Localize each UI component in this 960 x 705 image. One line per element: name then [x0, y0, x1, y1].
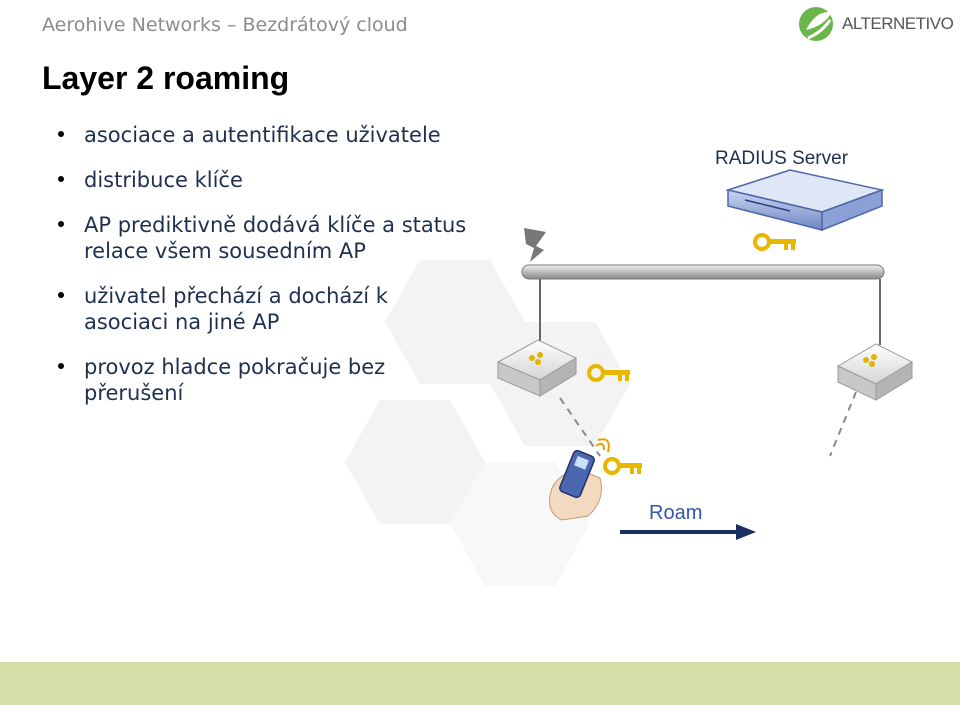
bullet-dot-icon — [58, 131, 64, 137]
bullet-list: asociace a autentifikace uživatele distr… — [58, 122, 478, 425]
roam-arrow-head — [736, 524, 756, 540]
bullet-item: provoz hladce pokračuje bez přerušení — [58, 354, 478, 406]
bullet-dot-icon — [58, 221, 64, 227]
access-point-right-icon — [836, 343, 914, 401]
mobile-phone-icon — [549, 438, 610, 521]
green-leaf-icon — [799, 7, 833, 41]
key-icon — [753, 233, 796, 251]
wireless-link-right — [829, 391, 857, 457]
uplink-icon — [524, 228, 546, 262]
wireless-link-left — [559, 397, 601, 457]
hexagon-background — [345, 260, 630, 586]
bullet-item: AP prediktivně dodává klíče a status rel… — [58, 212, 478, 264]
radius-server-label: RADIUS Server — [715, 148, 849, 169]
key-icon — [587, 364, 630, 382]
alternetivo-logo: ALTERNETIVO — [796, 2, 956, 52]
footer-bar — [0, 662, 960, 705]
bullet-dot-icon — [58, 363, 64, 369]
radius-server-icon — [725, 169, 885, 232]
bullet-dot-icon — [58, 176, 64, 182]
roam-label: Roam — [649, 502, 703, 524]
access-point-left-icon — [496, 339, 578, 397]
logo-text: ALTERNETIVO — [842, 14, 954, 33]
bullet-item: uživatel přechází a dochází k asociaci n… — [58, 283, 478, 335]
bullet-dot-icon — [58, 292, 64, 298]
bullet-item: distribuce klíče — [58, 167, 478, 193]
key-icon — [603, 457, 642, 475]
slide-title: Layer 2 roaming — [42, 60, 290, 96]
network-bus-icon — [521, 264, 885, 280]
bullet-item: asociace a autentifikace uživatele — [58, 122, 478, 148]
header-subtitle: Aerohive Networks – Bezdrátový cloud — [42, 14, 408, 36]
